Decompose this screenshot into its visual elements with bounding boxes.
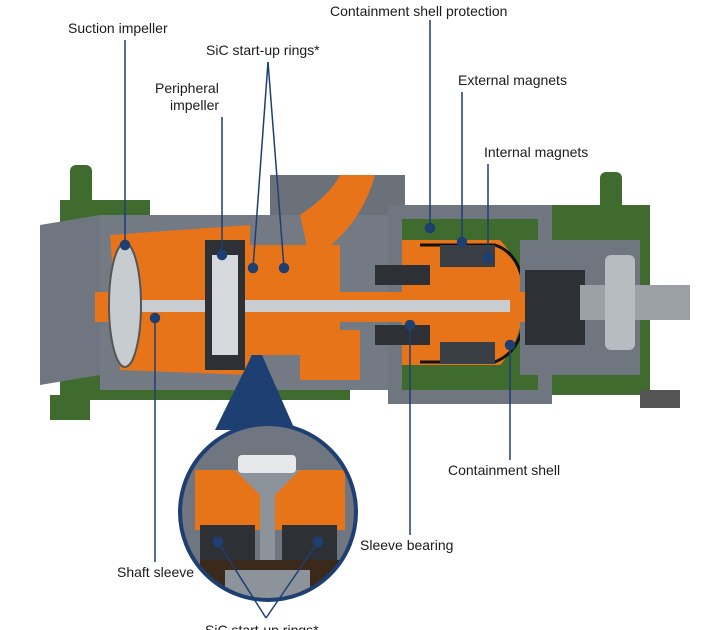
label-internal-magnets: Internal magnets: [484, 144, 589, 160]
label-shaft-sleeve: Shaft sleeve: [117, 564, 195, 580]
suction-flange: [40, 215, 100, 385]
leader-lines: [119, 20, 516, 619]
label-containment-shell-protection: Containment shell protection: [330, 3, 508, 19]
label-containment-shell: Containment shell: [448, 462, 561, 478]
zoom-detail: [178, 422, 358, 602]
discharge-nozzle: [270, 175, 405, 260]
label-sic-rings-bottom: SiC start-up rings*: [205, 622, 319, 630]
zoom-pointer: [215, 355, 295, 430]
suction-impeller-shape: [108, 242, 142, 368]
label-external-magnets: External magnets: [458, 72, 567, 88]
label-suction-impeller: Suction impeller: [68, 20, 168, 36]
peripheral-impeller-shape: [205, 240, 245, 370]
label-peripheral-impeller-line2: impeller: [170, 97, 220, 113]
label-sleeve-bearing: Sleeve bearing: [360, 537, 454, 553]
label-peripheral-impeller-line1: Peripheral: [155, 80, 219, 96]
label-sic-rings-top: SiC start-up rings*: [206, 42, 320, 58]
